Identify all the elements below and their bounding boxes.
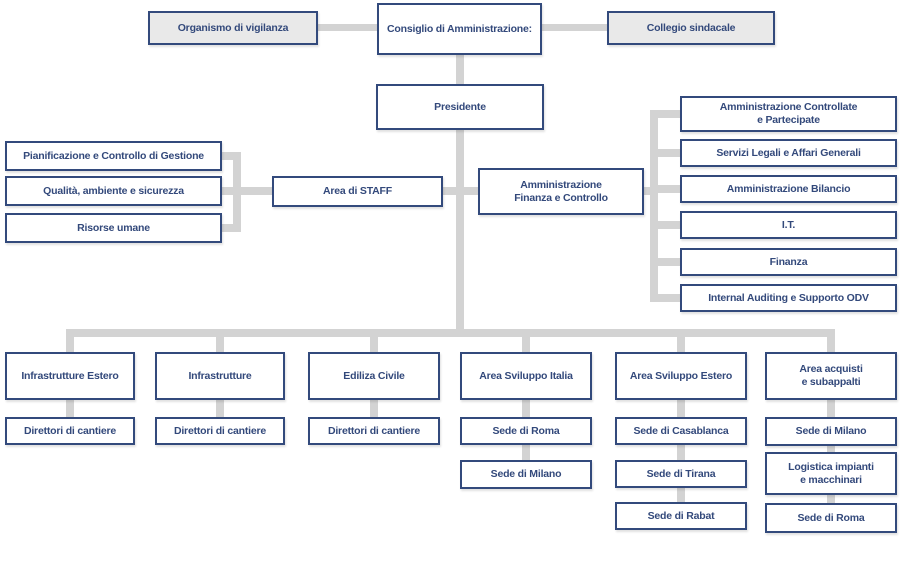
node-servizi-legali-affari-generali: Servizi Legali e Affari Generali (680, 139, 897, 167)
connector-col2-sub1 (216, 399, 224, 418)
connector-stub-pianificazione (220, 152, 241, 160)
node-sede-di-milano-italia: Sede di Milano (460, 460, 592, 489)
node-label: Pianificazione e Controllo di Gestione (23, 149, 204, 162)
node-label: Internal Auditing e Supporto ODV (708, 291, 869, 304)
node-infrastrutture-estero: Infrastrutture Estero (5, 352, 135, 400)
node-label: Area acquisti e subappalti (799, 363, 863, 388)
node-label: Area Sviluppo Estero (629, 369, 733, 382)
connector-spine-presidente-bus (456, 129, 464, 332)
connector-areastaff-afc (441, 187, 480, 195)
node-label: Sede di Roma (492, 424, 560, 437)
node-label: Logistica impianti e macchinari (788, 460, 874, 486)
node-col3-direttori-di-cantiere: Direttori di cantiere (308, 417, 440, 445)
node-ediliza-civile: Ediliza Civile (308, 352, 440, 400)
node-label: Risorse umane (77, 221, 150, 234)
node-label: Sede di Milano (795, 425, 867, 437)
node-amministrazione-bilancio: Amministrazione Bilancio (680, 175, 897, 203)
node-label: Servizi Legali e Affari Generali (716, 146, 861, 159)
node-label: Sede di Tirana (646, 467, 716, 480)
connector-col4-sub2 (522, 444, 530, 461)
connector-stub-it (650, 221, 682, 229)
node-area-sviluppo-italia: Area Sviluppo Italia (460, 352, 592, 400)
node-label: Sede di Casablanca (633, 424, 729, 437)
node-area-di-staff: Area di STAFF (272, 176, 443, 207)
connector-bracket-areastaff (239, 187, 274, 195)
node-sede-di-tirana: Sede di Tirana (615, 460, 747, 488)
connector-col4-sub1 (522, 399, 530, 418)
connector-col5-sub3 (677, 487, 685, 503)
node-sede-di-rabat: Sede di Rabat (615, 502, 747, 530)
connector-drop-col4 (522, 336, 530, 353)
node-sede-di-casablanca: Sede di Casablanca (615, 417, 747, 445)
node-area-sviluppo-estero: Area Sviluppo Estero (615, 352, 747, 400)
connector-col3-sub1 (370, 399, 378, 418)
node-amministrazione-controllate-partecipate: Amministrazione Controllate e Partecipat… (680, 96, 897, 132)
connector-col5-sub1 (677, 399, 685, 418)
node-label: Amministrazione Controllate e Partecipat… (719, 101, 858, 126)
connector-consiglio-organismo (318, 24, 377, 31)
node-consiglio-di-amministrazione: Consiglio di Amministrazione: (377, 3, 542, 55)
node-label: I.T. (781, 218, 796, 231)
connector-drop-col1 (66, 336, 74, 353)
node-label: Organismo di vigilanza (177, 21, 289, 34)
node-col2-direttori-di-cantiere: Direttori di cantiere (155, 417, 285, 445)
node-label: Sede di Rabat (647, 509, 715, 522)
node-label: Sede di Milano (490, 468, 562, 480)
node-label: Infrastrutture Estero (21, 369, 119, 382)
node-label: Direttori di cantiere (173, 424, 267, 437)
connector-stub-amm-controllate (650, 110, 682, 118)
node-label: Area Sviluppo Italia (479, 369, 573, 382)
connector-col5-sub2 (677, 444, 685, 461)
node-label: Amministrazione Bilancio (726, 182, 851, 195)
node-sede-di-roma-acquisti: Sede di Roma (765, 503, 897, 533)
connector-drop-col6 (827, 336, 835, 353)
node-sede-di-roma-italia: Sede di Roma (460, 417, 592, 445)
node-label: Finanza (769, 255, 808, 268)
node-finanza: Finanza (680, 248, 897, 276)
node-internal-auditing-supporto-odv: Internal Auditing e Supporto ODV (680, 284, 897, 312)
connector-stub-amm-bilancio (650, 185, 682, 193)
connector-stub-risorse (220, 224, 241, 232)
node-collegio-sindacale: Collegio sindacale (607, 11, 775, 45)
connector-consiglio-collegio (542, 24, 607, 31)
connector-col6-sub1 (827, 399, 835, 418)
node-label: Direttori di cantiere (327, 424, 421, 437)
connector-stub-finanza (650, 258, 682, 266)
node-infrastrutture: Infrastrutture (155, 352, 285, 400)
node-amministrazione-finanza-controllo: Amministrazione Finanza e Controllo (478, 168, 644, 215)
connector-left-bracket (233, 152, 241, 232)
connector-col1-sub1 (66, 399, 74, 418)
connector-col6-sub3 (827, 493, 835, 504)
node-label: Qualità, ambiente e sicurezza (43, 184, 184, 197)
connector-bottom-bus (66, 329, 835, 337)
connector-col6-sub2 (827, 444, 835, 454)
node-logistica-impianti-macchinari: Logistica impianti e macchinari (765, 452, 897, 495)
node-label: Consiglio di Amministrazione: (387, 22, 532, 35)
node-sede-di-milano-acquisti: Sede di Milano (765, 417, 897, 446)
node-organismo-di-vigilanza: Organismo di vigilanza (148, 11, 318, 45)
node-risorse-umane: Risorse umane (5, 213, 222, 243)
node-area-acquisti-subappalti: Area acquisti e subappalti (765, 352, 897, 400)
connector-spine-consiglio-presidente (456, 54, 464, 85)
connector-right-bracket (650, 110, 658, 302)
connector-stub-qualita (220, 187, 241, 195)
node-it: I.T. (680, 211, 897, 239)
node-label: Sede di Roma (797, 511, 865, 524)
node-presidente: Presidente (376, 84, 544, 130)
node-label: Presidente (434, 100, 486, 113)
node-label: Direttori di cantiere (23, 424, 117, 437)
connector-drop-col2 (216, 336, 224, 353)
node-label: Amministrazione Finanza e Controllo (514, 178, 608, 204)
node-label: Area di STAFF (323, 185, 392, 197)
connector-stub-servizi-legali (650, 149, 682, 157)
connector-drop-col3 (370, 336, 378, 353)
connector-drop-col5 (677, 336, 685, 353)
node-label: Ediliza Civile (343, 369, 405, 382)
node-label: Collegio sindacale (646, 21, 736, 34)
node-label: Infrastrutture (188, 369, 252, 382)
connector-stub-internal-auditing (650, 294, 682, 302)
node-pianificazione-controllo-gestione: Pianificazione e Controllo di Gestione (5, 141, 222, 171)
node-qualita-ambiente-sicurezza: Qualità, ambiente e sicurezza (5, 176, 222, 206)
node-col1-direttori-di-cantiere: Direttori di cantiere (5, 417, 135, 445)
